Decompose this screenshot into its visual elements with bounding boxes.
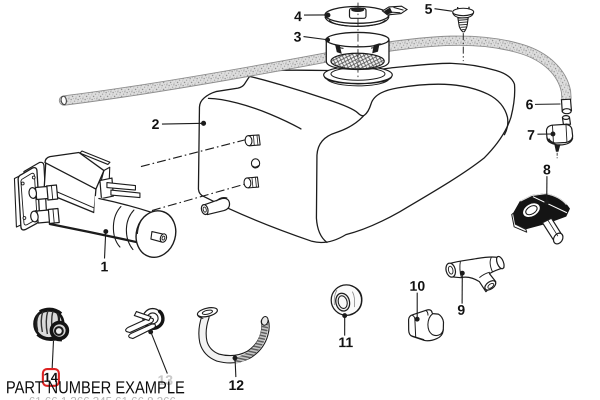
svg-text:11: 11 [338, 334, 353, 350]
svg-text:14: 14 [44, 370, 59, 385]
svg-text:3: 3 [294, 29, 302, 45]
svg-text:PART NUMBER EXAMPLE: PART NUMBER EXAMPLE [6, 377, 185, 397]
svg-text:6: 6 [526, 96, 534, 112]
svg-text:13: 13 [157, 372, 173, 388]
svg-text:9: 9 [457, 302, 465, 318]
svg-text:12: 12 [228, 377, 244, 393]
svg-text:5: 5 [425, 1, 433, 17]
svg-text:2: 2 [152, 116, 160, 132]
svg-text:61 66 1 366 345 61 66 8 366: 61 66 1 366 345 61 66 8 366 [29, 396, 176, 400]
svg-text:8: 8 [543, 161, 551, 177]
svg-text:7: 7 [527, 127, 535, 143]
svg-text:1: 1 [100, 258, 108, 274]
svg-text:4: 4 [294, 8, 302, 24]
svg-text:10: 10 [410, 278, 426, 294]
